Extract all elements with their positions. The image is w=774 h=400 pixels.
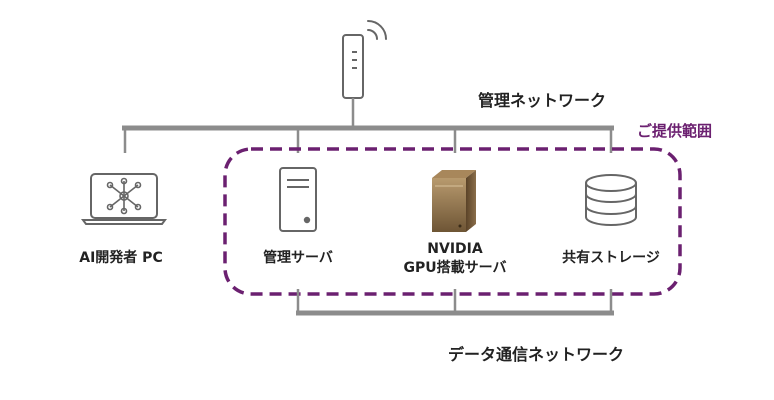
provision-scope-label: ご提供範囲 [637,122,712,140]
ai-pc-label: AI開発者 PC [79,249,162,266]
provision-scope-box [223,147,682,296]
server-tower-icon [279,167,317,232]
data-network-label: データ通信ネットワーク [448,345,624,364]
wireless-router-icon [342,20,387,99]
gpu-server-icon [432,170,476,232]
gpu-server-label-line1: NVIDIA [427,241,483,257]
network-node-icon [106,177,142,215]
gpu-server-label-line2: GPU搭載サーバ [404,259,507,276]
shared-storage-label: 共有ストレージ [562,249,660,266]
management-network-lines [122,98,614,153]
data-network-lines [296,289,614,316]
laptop-icon [81,173,167,225]
management-server-label: 管理サーバ [263,249,333,266]
database-icon [585,174,637,226]
management-network-label: 管理ネットワーク [478,91,606,110]
